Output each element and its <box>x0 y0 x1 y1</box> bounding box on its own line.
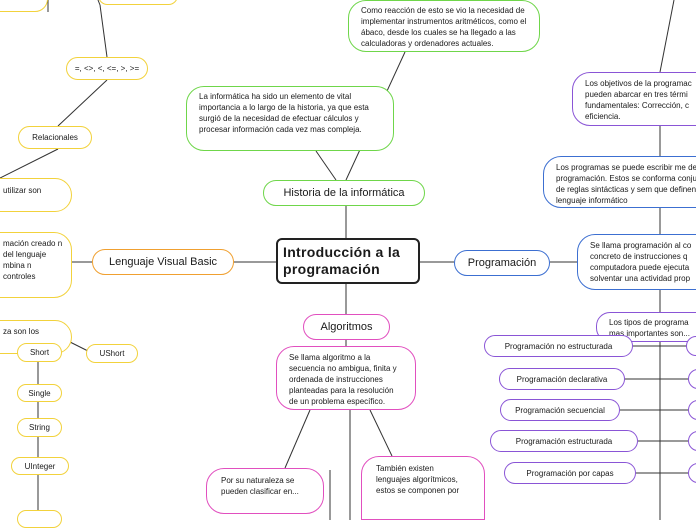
central-topic[interactable]: Introducción a la programación <box>276 238 420 284</box>
vb-top-stub-node[interactable] <box>98 0 178 5</box>
tipo-string[interactable]: String <box>17 418 62 437</box>
tipo-declarativa[interactable]: Programación declarativa <box>499 368 625 390</box>
programas-lenguajes-text: Los programas se puede escribir me de pr… <box>556 163 696 205</box>
operators-node[interactable]: =, <>, <, <=, >, >= <box>66 57 148 80</box>
tipo-uinteger[interactable]: UInteger <box>11 457 69 475</box>
tipo-secuencial-label: Programación secuencial <box>515 405 605 415</box>
tipo-ushort[interactable]: UShort <box>86 344 138 363</box>
visual-basic-topic[interactable]: Lenguaje Visual Basic <box>92 249 234 275</box>
programacion-topic[interactable]: Programación <box>454 250 550 276</box>
programacion-definition-node[interactable]: Se llama programación al co concreto de … <box>577 234 696 290</box>
tipo-uinteger-label: UInteger <box>24 461 56 471</box>
objetivos-node[interactable]: Los objetivos de la programac pueden aba… <box>572 72 696 126</box>
tipo-por-capas[interactable]: Programación por capas <box>504 462 636 484</box>
relacionales-label: Relacionales <box>32 133 78 142</box>
tipo-short-label: Short <box>29 348 50 357</box>
vb-operadores-node[interactable]: utilizar son <box>0 178 72 212</box>
tipo-declarativa-label: Programación declarativa <box>516 374 608 384</box>
tipo-por-capas-label: Programación por capas <box>526 468 614 478</box>
relacionales-node[interactable]: Relacionales <box>18 126 92 149</box>
operators-label: =, <>, <, <=, >, >= <box>74 64 140 73</box>
central-topic-label: Introducción a la programación <box>283 244 401 277</box>
clasificacion-node[interactable]: Por su naturaleza se pueden clasificar e… <box>206 468 324 514</box>
historia-topic[interactable]: Historia de la informática <box>263 180 425 206</box>
vb-top-left-stub-node[interactable] <box>0 0 48 12</box>
tipos-programacion-text: Los tipos de programa mas importantes so… <box>609 318 690 338</box>
tipo-estructurada-label: Programación estructurada <box>515 436 613 446</box>
tipo-estructurada[interactable]: Programación estructurada <box>490 430 638 452</box>
vb-bottom-stub-node[interactable] <box>17 510 62 528</box>
vb-operadores-text: utilizar son <box>3 186 42 195</box>
vb-tipos-text: za son los <box>3 327 40 336</box>
programacion-definition-text: Se llama programación al co concreto de … <box>590 241 692 283</box>
tipo-string-label: String <box>29 423 50 432</box>
clasificacion-text: Por su naturaleza se pueden clasificar e… <box>221 476 299 496</box>
tipo-single-label: Single <box>28 388 51 398</box>
objetivos-text: Los objetivos de la programac pueden aba… <box>585 79 692 121</box>
vb-definition-node[interactable]: mación creado n del lenguaje mbina n con… <box>0 232 72 298</box>
tipo-short[interactable]: Short <box>17 343 62 362</box>
tipo-no-estructurada[interactable]: Programación no estructurada <box>484 335 633 357</box>
programacion-topic-label: Programación <box>467 256 537 269</box>
visual-basic-topic-label: Lenguaje Visual Basic <box>108 255 218 268</box>
tipo-single[interactable]: Single <box>17 384 62 402</box>
historia-note-importance-text: La informática ha sido un elemento de vi… <box>199 92 369 134</box>
vb-definition-text: mación creado n del lenguaje mbina n con… <box>3 239 63 281</box>
tipo-secuencial[interactable]: Programación secuencial <box>500 399 620 421</box>
lenguajes-algoritmicos-text: También existen lenguajes algorítmicos, … <box>376 464 460 495</box>
historia-note-instruments-text: Como reacción de esto se vio la necesida… <box>361 6 527 48</box>
tipo-ushort-label: UShort <box>99 349 125 358</box>
tipo-no-estructurada-label: Programación no estructurada <box>504 341 613 351</box>
historia-topic-label: Historia de la informática <box>283 186 405 199</box>
algoritmo-definition-node[interactable]: Se llama algoritmo a la secuencia no amb… <box>276 346 416 410</box>
historia-note-instruments[interactable]: Como reacción de esto se vio la necesida… <box>348 0 540 52</box>
programas-lenguajes-node[interactable]: Los programas se puede escribir me de pr… <box>543 156 696 208</box>
algoritmos-topic[interactable]: Algoritmos <box>303 314 390 340</box>
algoritmo-definition-text: Se llama algoritmo a la secuencia no amb… <box>289 353 397 406</box>
historia-note-importance[interactable]: La informática ha sido un elemento de vi… <box>186 86 394 151</box>
algoritmos-topic-label: Algoritmos <box>320 320 373 333</box>
lenguajes-algoritmicos-node[interactable]: También existen lenguajes algorítmicos, … <box>361 456 485 520</box>
